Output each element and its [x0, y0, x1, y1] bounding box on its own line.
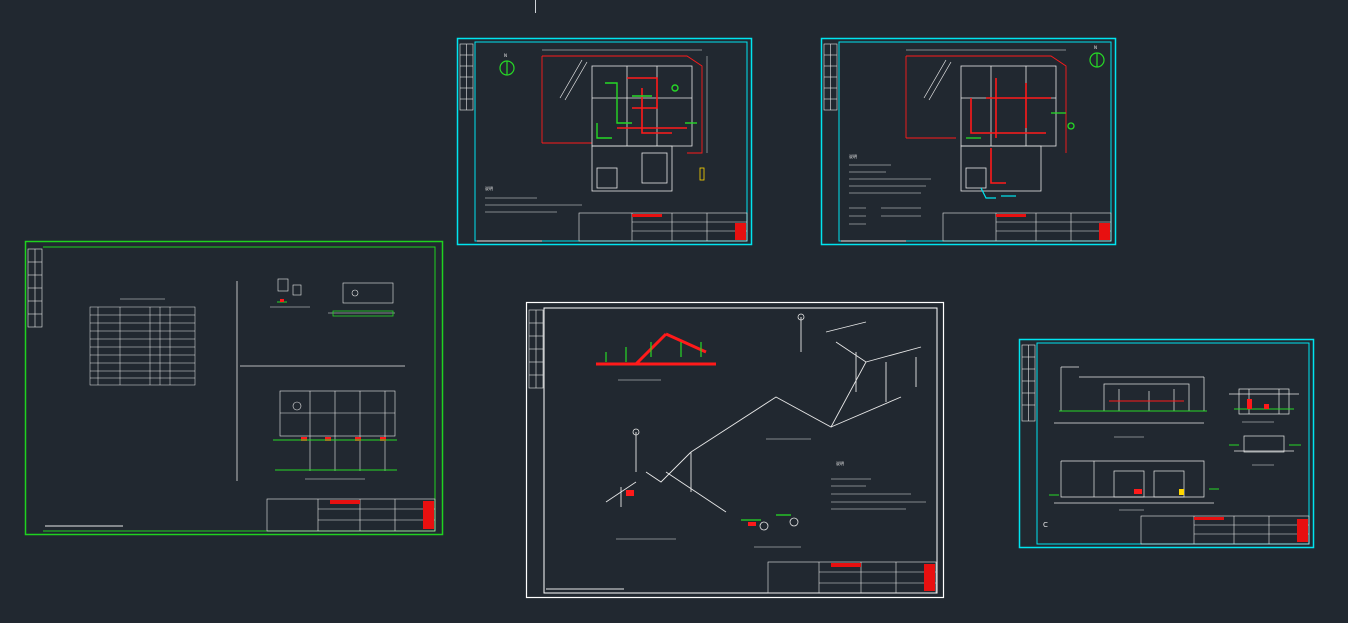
- svg-text:说明: 说明: [485, 185, 493, 191]
- sheet-drawing: C: [1018, 338, 1315, 549]
- svg-text:N: N: [504, 53, 507, 58]
- drawing-sheet-isometric-piping[interactable]: 说明: [525, 301, 945, 599]
- svg-text:C: C: [1043, 521, 1048, 529]
- svg-text:说明: 说明: [836, 460, 844, 466]
- svg-text:说明: 说明: [849, 153, 857, 159]
- svg-text:N: N: [1094, 45, 1097, 50]
- drawing-sheet-sections[interactable]: C: [1018, 338, 1315, 549]
- sheet-drawing: [24, 240, 444, 536]
- drawing-sheet-floor-plan-drainage[interactable]: N: [456, 37, 753, 246]
- sheet-drawing: N: [456, 37, 753, 246]
- drawing-sheet-equipment-table[interactable]: [24, 240, 444, 536]
- crosshair-cursor: [535, 0, 536, 13]
- sheet-drawing: 说明: [525, 301, 945, 599]
- drawing-sheet-floor-plan-water-supply[interactable]: N: [820, 37, 1117, 246]
- sheet-drawing: N: [820, 37, 1117, 246]
